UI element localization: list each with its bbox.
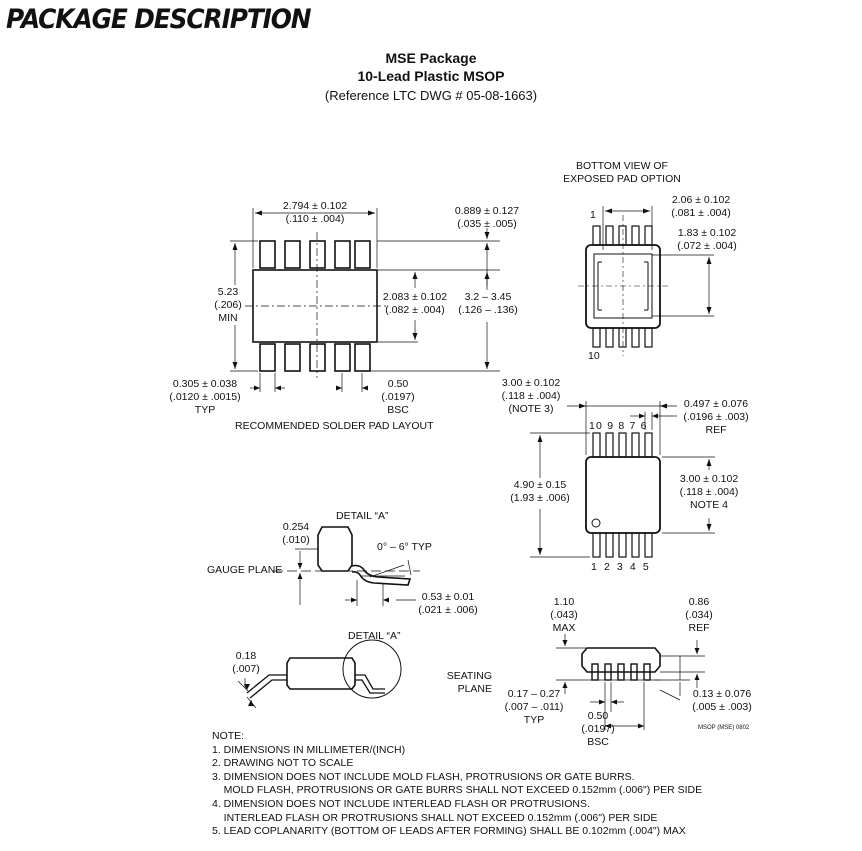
solder-layout-caption: RECOMMENDED SOLDER PAD LAYOUT: [235, 420, 434, 432]
package-reference: (Reference LTC DWG # 05-08-1663): [324, 88, 538, 103]
top-width-dim: 3.00 ± 0.102(.118 ± .004)(NOTE 3): [501, 377, 561, 415]
top-view-top-leads: [592, 432, 653, 458]
drawing-code: MSOP (MSE) 0802: [698, 725, 750, 731]
solder-min-dim: 5.23(.206)MIN: [214, 286, 242, 324]
top-body-dim: 3.00 ± 0.102(.118 ± .004)NOTE 4: [679, 473, 739, 511]
bottom-view-bottom-leads: [592, 327, 653, 348]
top-lead-dim: 0.497 ± 0.076(.0196 ± .003)REF: [683, 398, 749, 436]
bottom-width-dim: 2.06 ± 0.102(.081 ± .004): [671, 194, 731, 219]
detail-a2-thk-dim: 0.18(.007): [232, 650, 260, 675]
solder-padlen-dim: 0.889 ± 0.127(.035 ± .005): [454, 205, 520, 230]
side-ref-dim: 0.86(.034)REF: [685, 596, 713, 634]
detail-a2-title: DETAIL “A”: [348, 630, 401, 642]
bottom-pin-numbers: 1 2 3 4 5: [591, 561, 651, 573]
note-line: 3. DIMENSION DOES NOT INCLUDE MOLD FLASH…: [212, 770, 635, 783]
note-line: 4. DIMENSION DOES NOT INCLUDE INTERLEAD …: [212, 797, 590, 810]
bottom-pin10-label: 10: [588, 350, 600, 362]
detail-a-angle: 0° – 6° TYP: [377, 541, 432, 553]
detail-a-gauge-dim: 0.254(.010): [282, 521, 310, 546]
package-subtitle: 10-Lead Plastic MSOP: [357, 68, 505, 84]
bottom-view-top-leads: [592, 225, 653, 246]
solder-padw-dim: 0.305 ± 0.038(.0120 ± .0015)TYP: [169, 378, 241, 416]
note-line: 5. LEAD COPLANARITY (BOTTOM OF LEADS AFT…: [212, 825, 686, 838]
bottom-pin1-label: 1: [590, 209, 596, 221]
note-line: 2. DRAWING NOT TO SCALE: [212, 757, 354, 770]
side-standoff-dim: 0.13 ± 0.076(.005 ± .003): [692, 688, 752, 713]
side-max-dim: 1.10(.043)MAX: [550, 596, 578, 634]
layout-centerlines: [245, 232, 386, 378]
note-heading: NOTE:: [212, 730, 245, 742]
detail-a-lead-thickness: [237, 639, 402, 709]
detail-a-title: DETAIL “A”: [336, 510, 389, 522]
bottom-view-exposed-pad: [578, 206, 714, 356]
solder-center-dim: 2.083 ± 0.102(.082 ± .004): [382, 291, 448, 316]
solder-pitch-dim: 0.50(.0197)BSC: [381, 378, 415, 416]
note-line: 1. DIMENSIONS IN MILLIMETER/(INCH): [212, 743, 406, 756]
layout-bottom-pads: [259, 343, 371, 372]
top-view-bottom-leads: [592, 532, 653, 558]
solder-pad-layout: [230, 208, 500, 392]
layout-arrows: [232, 210, 490, 391]
solder-width-dim: 2.794 ± 0.102(.110 ± .004): [282, 200, 348, 225]
detail-a-gullwing: [273, 526, 420, 606]
side-pitch-dim: 0.50(.0197)BSC: [581, 710, 615, 748]
top-length-dim: 4.90 ± 0.15(1.93 ± .006): [510, 479, 570, 504]
note-line: INTERLEAD FLASH OR PROTRUSIONS SHALL NOT…: [212, 811, 658, 824]
side-view: [556, 634, 705, 730]
detail-a-foot-dim: 0.53 ± 0.01(.021 ± .006): [418, 591, 478, 616]
top-pin-numbers: 10 9 8 7 6: [589, 420, 648, 432]
side-lead-dim: 0.17 – 0.27(.007 – .011)TYP: [504, 688, 564, 726]
package-title: MSE Package: [385, 50, 477, 66]
top-view: [530, 401, 715, 558]
layout-top-pads: [259, 240, 371, 269]
section-header: PACKAGE DESCRIPTION: [6, 4, 312, 35]
solder-span-dim: 3.2 – 3.45(.126 – .136): [458, 291, 518, 316]
note-line: MOLD FLASH, PROTRUSIONS OR GATE BURRS SH…: [212, 784, 703, 797]
notes-block: NOTE: 1. DIMENSIONS IN MILLIMETER/(INCH)…: [212, 730, 702, 839]
bottom-height-dim: 1.83 ± 0.102(.072 ± .004): [677, 227, 737, 252]
gauge-plane-label: GAUGE PLANE: [207, 564, 283, 576]
